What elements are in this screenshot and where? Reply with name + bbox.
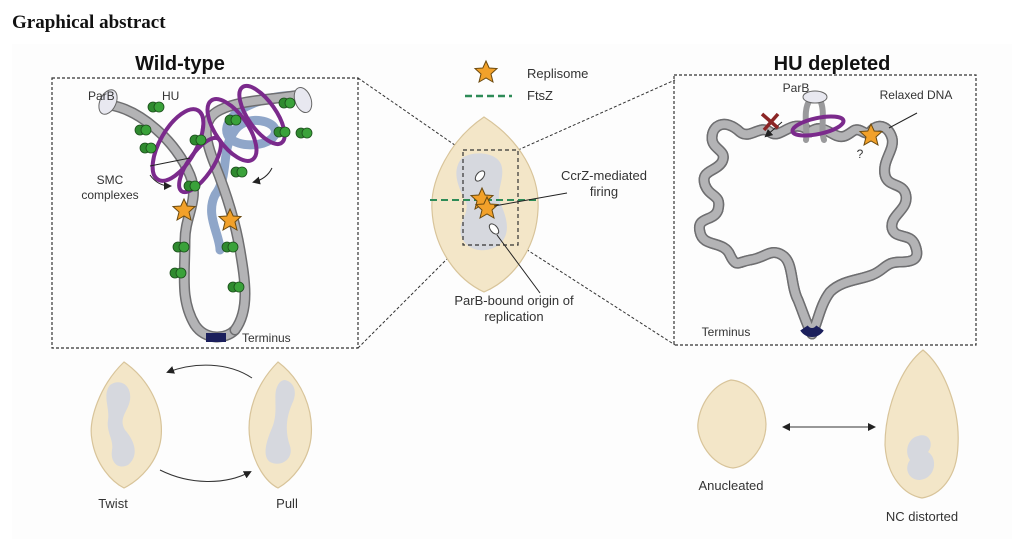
parb-origin-oval — [474, 170, 486, 182]
zoom-line — [517, 79, 676, 151]
twist-label: Twist — [98, 496, 128, 511]
parb-label-hu: ParB — [783, 81, 810, 95]
cell-anucleated — [697, 379, 767, 469]
wild-type-box — [51, 77, 359, 349]
heading: Graphical abstract — [12, 12, 166, 33]
nucleoid-pull — [265, 380, 295, 464]
relaxed-dna-strand — [695, 120, 921, 338]
curved-arrow — [252, 167, 273, 185]
wild-type-title: Wild-type — [135, 53, 225, 75]
smc-complex — [147, 101, 165, 113]
parb-oval-right — [293, 86, 313, 114]
hu-label: HU — [162, 89, 179, 103]
hu-depleted-chromosome — [695, 90, 921, 340]
zoom-line — [357, 77, 463, 151]
ccrz-label-line1: CcrZ-mediated — [561, 168, 647, 183]
legend-star-icon — [474, 60, 498, 83]
smc-complex — [227, 281, 245, 293]
origin-pointer-line — [496, 234, 541, 294]
terminus-label: Terminus — [242, 331, 291, 345]
smc-complex — [295, 127, 313, 139]
smc-complex — [230, 166, 248, 178]
legend-ftsz-label: FtsZ — [527, 88, 553, 103]
hu-depleted-box — [673, 74, 977, 346]
center-cell — [430, 116, 568, 294]
terminus-marker — [800, 325, 824, 337]
origin-label-line1: ParB-bound origin of — [454, 293, 574, 308]
anucleated-label: Anucleated — [698, 478, 763, 493]
zoom-region-box — [462, 149, 519, 246]
wild-type-cycle — [90, 361, 313, 489]
relaxed-dna-label: Relaxed DNA — [880, 88, 953, 102]
zoom-line — [357, 243, 463, 349]
center-legend — [465, 60, 512, 98]
smc-label-line1: SMC — [97, 173, 124, 187]
nucleoid-twist — [106, 382, 135, 467]
parb-label: ParB — [88, 89, 115, 103]
smc-pointer-line — [149, 157, 191, 167]
nucleoid-distorted — [907, 435, 935, 480]
hu-ring — [237, 84, 287, 146]
hu-ring — [205, 97, 259, 163]
question-mark-label: ? — [857, 147, 864, 161]
pull-label: Pull — [276, 496, 298, 511]
hu-depleted-title: HU depleted — [774, 53, 891, 75]
relaxed-pointer-line — [888, 112, 918, 129]
parb-oval-left — [98, 89, 118, 115]
zoom-line — [517, 243, 676, 346]
smc-complex — [183, 180, 201, 192]
cell-twist — [90, 361, 162, 489]
nc-distorted-label: NC distorted — [886, 509, 958, 524]
legend-replisome-label: Replisome — [527, 66, 588, 81]
parb-origin-oval — [488, 223, 500, 235]
smc-complex — [273, 126, 291, 138]
parb-oval — [802, 90, 828, 104]
cell-nc-distorted — [884, 349, 959, 499]
arrow-pull-to-twist — [166, 364, 253, 379]
smc-complex — [139, 142, 157, 154]
ccrz-pointer-line — [493, 192, 568, 207]
smc-complex — [169, 267, 187, 279]
smc-complex — [189, 134, 207, 146]
smc-complex — [221, 241, 239, 253]
dna-strand-grey — [106, 101, 239, 341]
origin-label-line2: replication — [484, 309, 543, 324]
blocked-arrow — [764, 121, 783, 138]
wild-type-chromosome — [98, 84, 313, 343]
ccrz-label-line2: firing — [590, 184, 618, 199]
hu-ring — [790, 114, 846, 138]
smc-complex — [134, 124, 152, 136]
smc-label-line2: complexes — [81, 188, 138, 202]
smc-complex — [224, 114, 242, 126]
curved-arrow — [149, 174, 172, 190]
terminus-marker — [206, 333, 226, 342]
arrow-twist-to-pull — [159, 469, 252, 482]
hu-depleted-phenotypes — [697, 349, 959, 499]
smc-complex — [278, 97, 296, 109]
smc-complex — [172, 241, 190, 253]
figure-background — [12, 44, 1012, 539]
cross-icon — [760, 112, 780, 132]
terminus-label-hu: Terminus — [702, 325, 751, 339]
